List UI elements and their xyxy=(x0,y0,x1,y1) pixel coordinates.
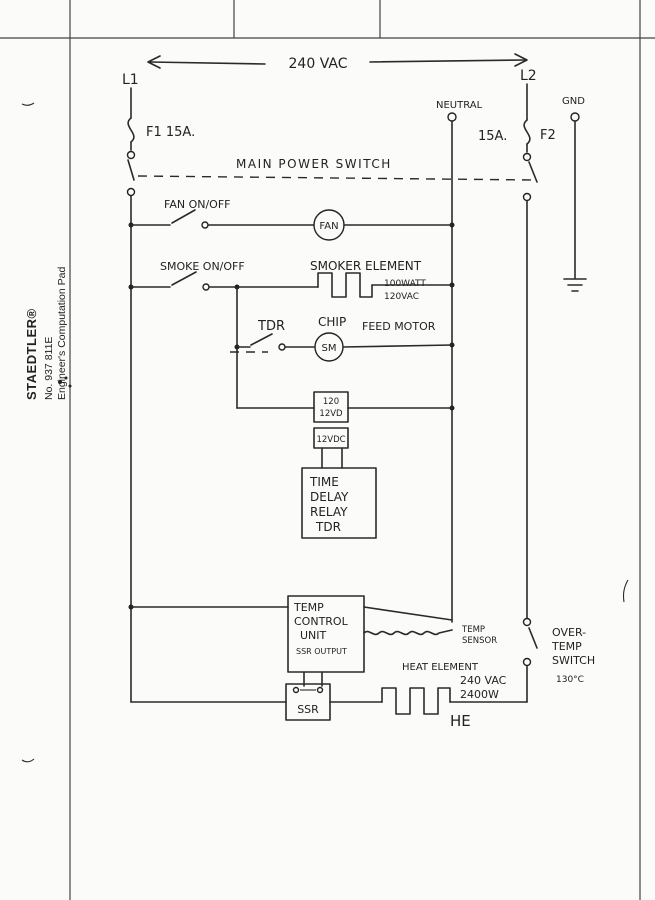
ssr-output-label: SSR OUTPUT xyxy=(296,647,347,656)
chip-motor-label: SM xyxy=(322,343,337,354)
fan-motor-label: FAN xyxy=(319,221,338,232)
chip-label: CHIP xyxy=(318,315,346,329)
l1-label: L1 xyxy=(122,72,139,88)
supply-voltage-label: 240 VAC xyxy=(289,56,348,72)
ground-label: GND xyxy=(562,96,585,107)
paper-marks xyxy=(21,102,629,763)
temp-sensor-line1: TEMP xyxy=(461,625,485,635)
over-temp-rating: 130°C xyxy=(556,675,584,685)
fuse-f2-label: F2 xyxy=(540,128,556,143)
fuse-f2-rating: 15A. xyxy=(478,129,507,144)
tdr-box-line1: TIME xyxy=(309,475,339,489)
heat-element-tag: HE xyxy=(450,712,471,730)
over-temp-line3: SWITCH xyxy=(552,654,595,667)
fuse-f1-label: F1 15A. xyxy=(146,125,195,140)
l2-label: L2 xyxy=(520,68,537,84)
over-temp-line2: TEMP xyxy=(551,640,582,653)
pad-name: Engineer's Computation Pad xyxy=(56,266,68,400)
transformer-box xyxy=(236,391,453,469)
feed-motor-label: FEED MOTOR xyxy=(362,320,436,333)
pad-brand: STAEDTLER® xyxy=(24,308,39,400)
heat-volt-label: 240 VAC xyxy=(460,674,507,687)
pad-margin-text: STAEDTLER® No. 937 811E Engineer's Compu… xyxy=(24,200,70,400)
neutral-label: NEUTRAL xyxy=(436,100,483,111)
tdr-box-line3: RELAY xyxy=(310,505,348,519)
smoker-element-label: SMOKER ELEMENT xyxy=(310,259,422,273)
fan-switch-label: FAN ON/OFF xyxy=(164,198,230,211)
fan-rung xyxy=(130,209,453,241)
temp-control-rung xyxy=(130,595,453,673)
main-switch-link xyxy=(137,175,536,181)
time-delay-relay-box xyxy=(301,467,377,539)
smoker-volt-label: 120VAC xyxy=(384,292,419,302)
neutral-rail xyxy=(447,112,457,623)
ground-symbol xyxy=(563,112,587,292)
l2-rail xyxy=(522,83,538,703)
ssr-label: SSR xyxy=(297,703,319,716)
tdr-box-line2: DELAY xyxy=(310,490,349,504)
supply-voltage-arrow: 240 VAC xyxy=(147,53,528,72)
heat-watt-label: 2400W xyxy=(460,688,499,701)
temp-unit-line3: UNIT xyxy=(300,629,327,642)
smoker-watt-label: 100WATT xyxy=(384,279,426,289)
heat-element-rung xyxy=(130,687,528,715)
smoke-switch-label: SMOKE ON/OFF xyxy=(160,260,245,273)
l1-rail xyxy=(126,87,136,703)
chip-motor-rung xyxy=(230,332,453,362)
tdr-box-line4: TDR xyxy=(315,520,341,534)
temp-unit-line1: TEMP xyxy=(293,601,324,614)
transformer-input-b: 12VD xyxy=(319,409,343,419)
over-temp-line1: OVER- xyxy=(552,626,586,639)
tdr-contact-label: TDR xyxy=(257,319,285,334)
heat-element-label: HEAT ELEMENT xyxy=(402,662,479,673)
temp-sensor-line2: SENSOR xyxy=(462,636,497,646)
main-switch-label: MAIN POWER SWITCH xyxy=(236,157,392,171)
transformer-output: 12VDC xyxy=(316,435,345,445)
transformer-input-a: 120 xyxy=(323,397,339,407)
pad-number: No. 937 811E xyxy=(43,336,55,400)
temp-unit-line2: CONTROL xyxy=(294,615,349,628)
